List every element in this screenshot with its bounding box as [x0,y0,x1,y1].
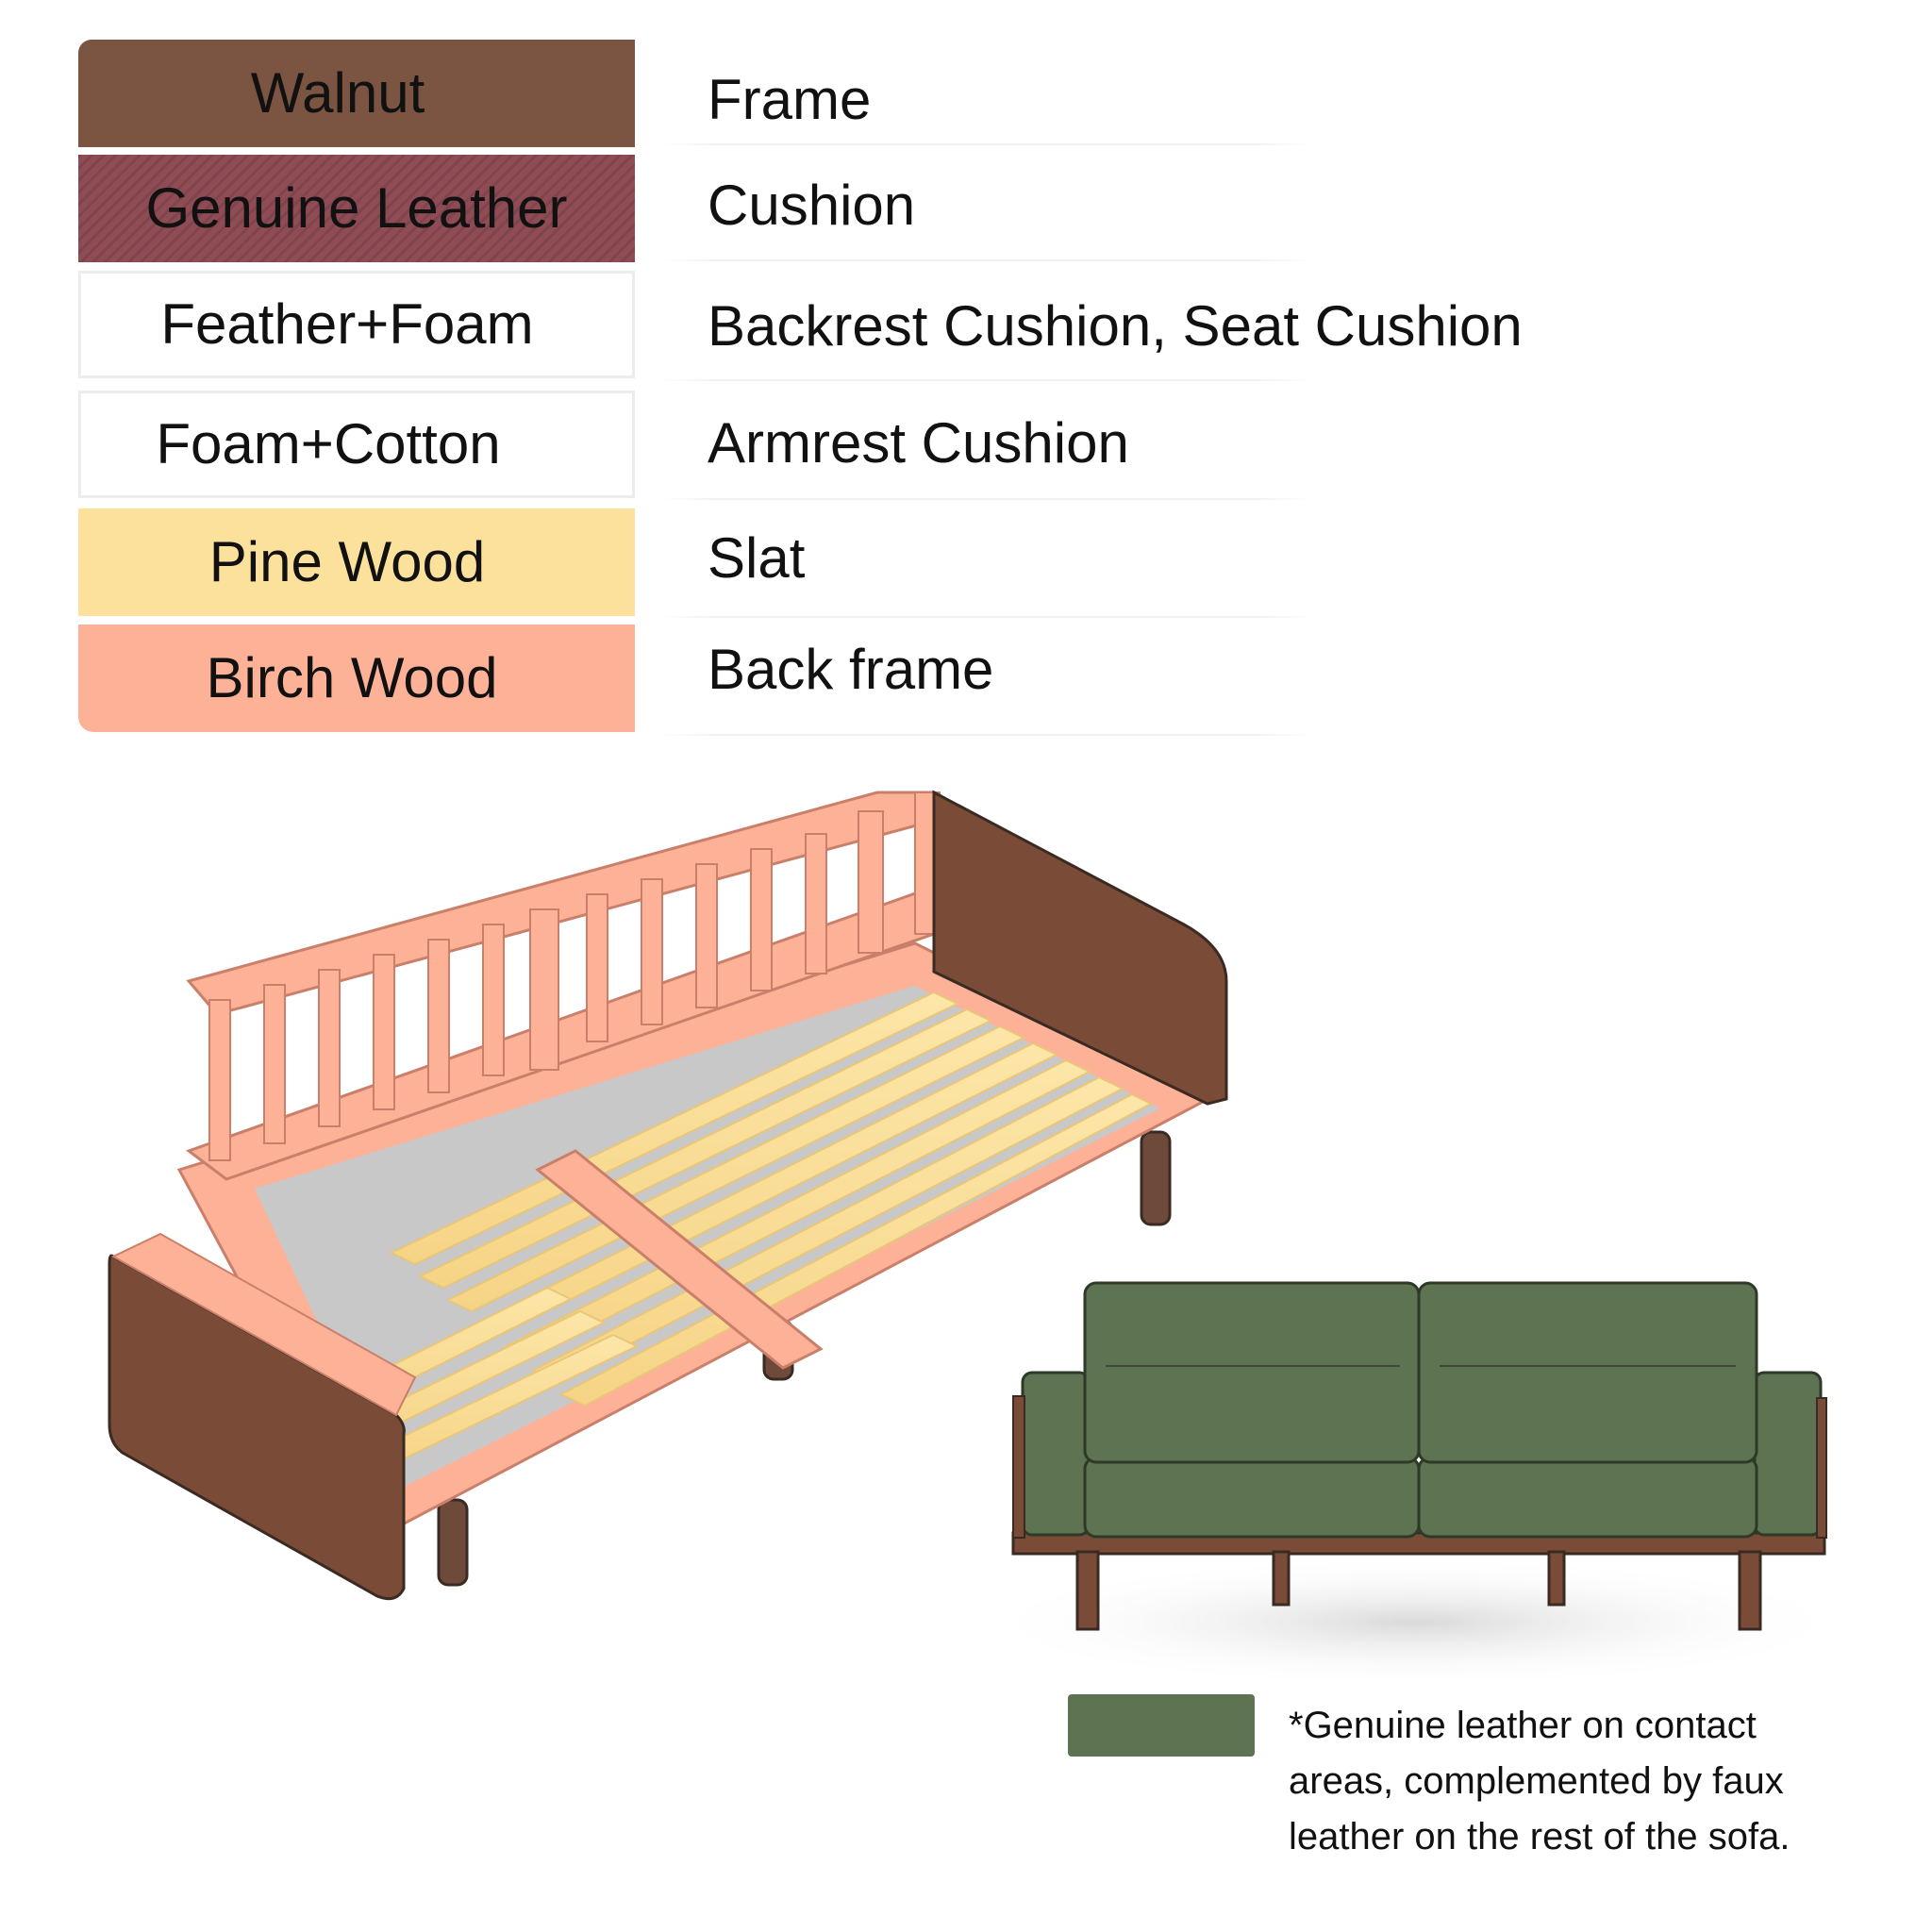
material-label-walnut: Walnut [250,61,425,125]
back-slat [805,833,827,974]
sofa-leg [1075,1550,1100,1631]
row-divider [660,259,1311,261]
back-slat [318,969,341,1127]
left-panel-top-edge [110,1232,417,1417]
sofa-leg [1272,1550,1291,1607]
assembled-sofa-illustration [1000,1281,1849,1679]
part-label-back-frame: Back frame [708,638,994,701]
material-label-pine-wood: Pine Wood [208,530,486,593]
swatch-birch-wood: Birch Wood [78,625,635,732]
material-label-genuine-leather: Genuine Leather [145,176,568,240]
right-armrest-panel [932,790,1228,1106]
back-slat [695,863,718,1008]
back-cushion-right [1417,1281,1758,1464]
material-label-birch-wood: Birch Wood [206,646,498,709]
part-label-cushion: Cushion [708,174,916,237]
back-frame-slats [208,791,941,1161]
part-label-frame: Frame [708,68,872,131]
floor-shadow [1000,1557,1849,1679]
genuine-leather-note: *Genuine leather on contact areas, compl… [1289,1698,1892,1865]
material-label-feather-foam: Feather+Foam [160,292,534,356]
back-slat [427,939,450,1093]
note-line: *Genuine leather on contact [1289,1705,1757,1746]
back-slat [208,999,231,1161]
left-armrest-side [1012,1395,1025,1539]
note-line: leather on the rest of the sofa. [1289,1816,1790,1857]
leg [1140,1130,1172,1226]
material-label-foam-cotton: Foam+Cotton [156,412,501,475]
back-slat [373,954,395,1110]
swatch-feather-foam: Feather+Foam [78,271,635,378]
right-armrest [1753,1371,1823,1537]
seat-cushion-right [1417,1456,1758,1539]
part-label-slat: Slat [708,526,806,590]
center-rail [535,1149,824,1370]
note-line: areas, complemented by faux [1289,1760,1784,1802]
sofa-frame-illustration [108,790,1228,1601]
right-armrest-side [1816,1397,1827,1539]
back-slat [586,893,608,1042]
back-slat [641,878,663,1025]
sofa-leg [1547,1550,1566,1607]
swatch-walnut: Walnut [78,40,635,147]
leg [437,1498,469,1587]
part-label-armrest-cushion: Armrest Cushion [708,411,1129,475]
back-slat [263,984,286,1144]
swatch-foam-cotton: Foam+Cotton [78,391,635,498]
back-slat [482,924,505,1076]
genuine-leather-note-swatch [1068,1694,1255,1757]
slats [294,991,1154,1474]
swatch-genuine-leather: Genuine Leather [78,155,635,262]
sofa-leg [1738,1550,1762,1631]
row-divider [660,734,1311,736]
left-armrest [1021,1371,1091,1537]
back-slat [858,810,884,954]
row-divider [660,498,1311,500]
seat-cushion-left [1083,1456,1421,1539]
swatch-pine-wood: Pine Wood [78,508,635,616]
left-armrest-panel [108,1254,406,1601]
row-divider [660,616,1311,618]
row-divider [660,143,1311,145]
part-label-backrest-seat-cushion: Backrest Cushion, Seat Cushion [708,294,1523,358]
back-cushion-left [1083,1281,1421,1464]
back-slat [750,848,773,991]
back-slat [529,908,559,1071]
row-divider [660,379,1311,381]
